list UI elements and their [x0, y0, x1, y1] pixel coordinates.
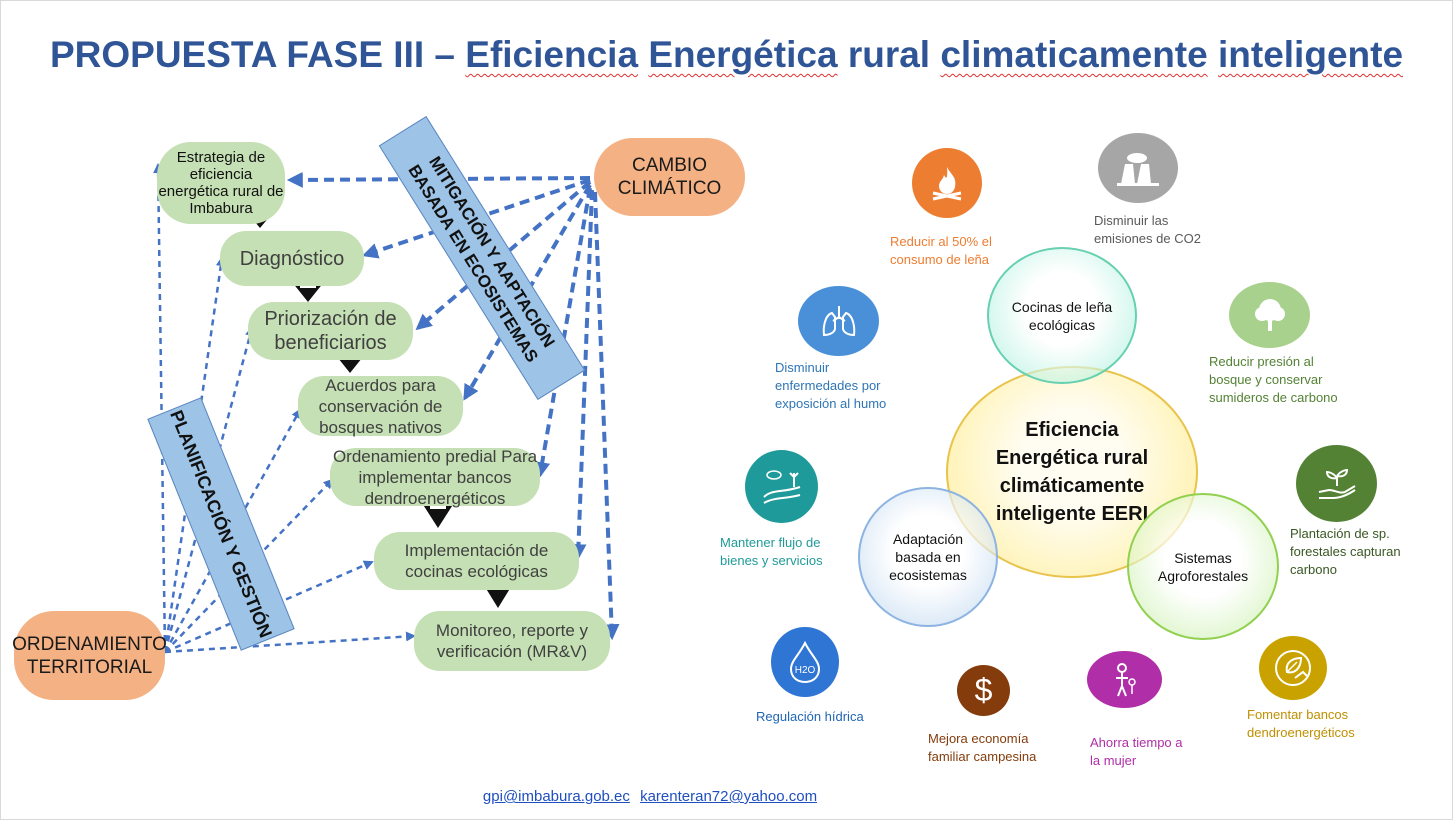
sistemas-circle: Sistemas Agroforestales [1127, 493, 1279, 640]
step-monitoreo: Monitoreo, reporte y verificación (MR&V) [414, 611, 610, 671]
leaf-hand-icon [1259, 636, 1327, 700]
tree-icon [1229, 282, 1310, 348]
benefit-label-bancos: Fomentar bancos dendroenergéticos [1247, 707, 1355, 740]
dollar-icon: $ [957, 665, 1010, 716]
benefit-label-lena: Reducir al 50% el consumo de leña [890, 234, 992, 267]
step-diagnostico: Diagnóstico [220, 231, 364, 286]
email-link-gpi[interactable]: gpi@imbabura.gob.ec [482, 788, 630, 805]
landscape-icon [745, 450, 818, 523]
cocinas-circle: Cocinas de leña ecológicas [987, 247, 1137, 384]
lungs-icon [798, 286, 879, 356]
title-word: rural [847, 34, 931, 75]
benefit-label-co2: Disminuir las emisiones de CO2 [1094, 213, 1201, 246]
cambio-climatico-node: CAMBIO CLIMÁTICO [594, 138, 745, 216]
benefit-label-bosque: Reducir presión al bosque y conservar su… [1209, 354, 1338, 405]
benefit-label-mujer: Ahorra tiempo a la mujer [1090, 735, 1183, 768]
h2o-label: H2O [795, 665, 816, 676]
adaptacion-circle: Adaptación basada en ecosistemas [858, 487, 998, 627]
step-implementacion: Implementación de cocinas ecológicas [374, 532, 579, 590]
water-drop-icon: H2O [771, 627, 839, 697]
title-word: Energética [648, 34, 838, 75]
benefit-label-flujo: Mantener flujo de bienes y servicios [720, 535, 823, 568]
ordenamiento-territorial-node: ORDENAMIENTO TERRITORIAL [12, 611, 167, 700]
step-acuerdos: Acuerdos para conservación de bosques na… [298, 376, 463, 437]
woman-child-icon [1087, 651, 1162, 708]
factory-icon [1098, 133, 1178, 203]
step-estrategia: Estrategia de eficiencia energética rura… [157, 142, 285, 224]
title-prefix: PROPUESTA FASE III – [49, 34, 466, 75]
benefit-label-hidrica: Regulación hídrica [756, 709, 864, 724]
benefit-label-plantacion: Plantación de sp. forestales capturan ca… [1290, 526, 1401, 577]
benefit-label-economia: Mejora economía familiar campesina [928, 731, 1037, 764]
step-ordenamiento-predial: Ordenamiento predial Para implementar ba… [330, 447, 540, 508]
fire-icon [912, 148, 982, 218]
title-word: inteligente [1218, 34, 1404, 75]
footer-contacts: gpi@imbabura.gob.ec karenteran72@yahoo.c… [0, 788, 1300, 805]
step-priorizacion: Priorización de beneficiarios [248, 302, 413, 360]
title-word: climaticamente [940, 34, 1208, 75]
benefit-label-humo: Disminuir enfermedades por exposición al… [775, 360, 887, 411]
page-title: PROPUESTA FASE III – Eficiencia Energéti… [0, 34, 1453, 76]
title-word: Eficiencia [465, 34, 639, 75]
email-link-karen[interactable]: karenteran72@yahoo.com [640, 788, 818, 805]
seedling-hand-icon [1296, 445, 1377, 522]
